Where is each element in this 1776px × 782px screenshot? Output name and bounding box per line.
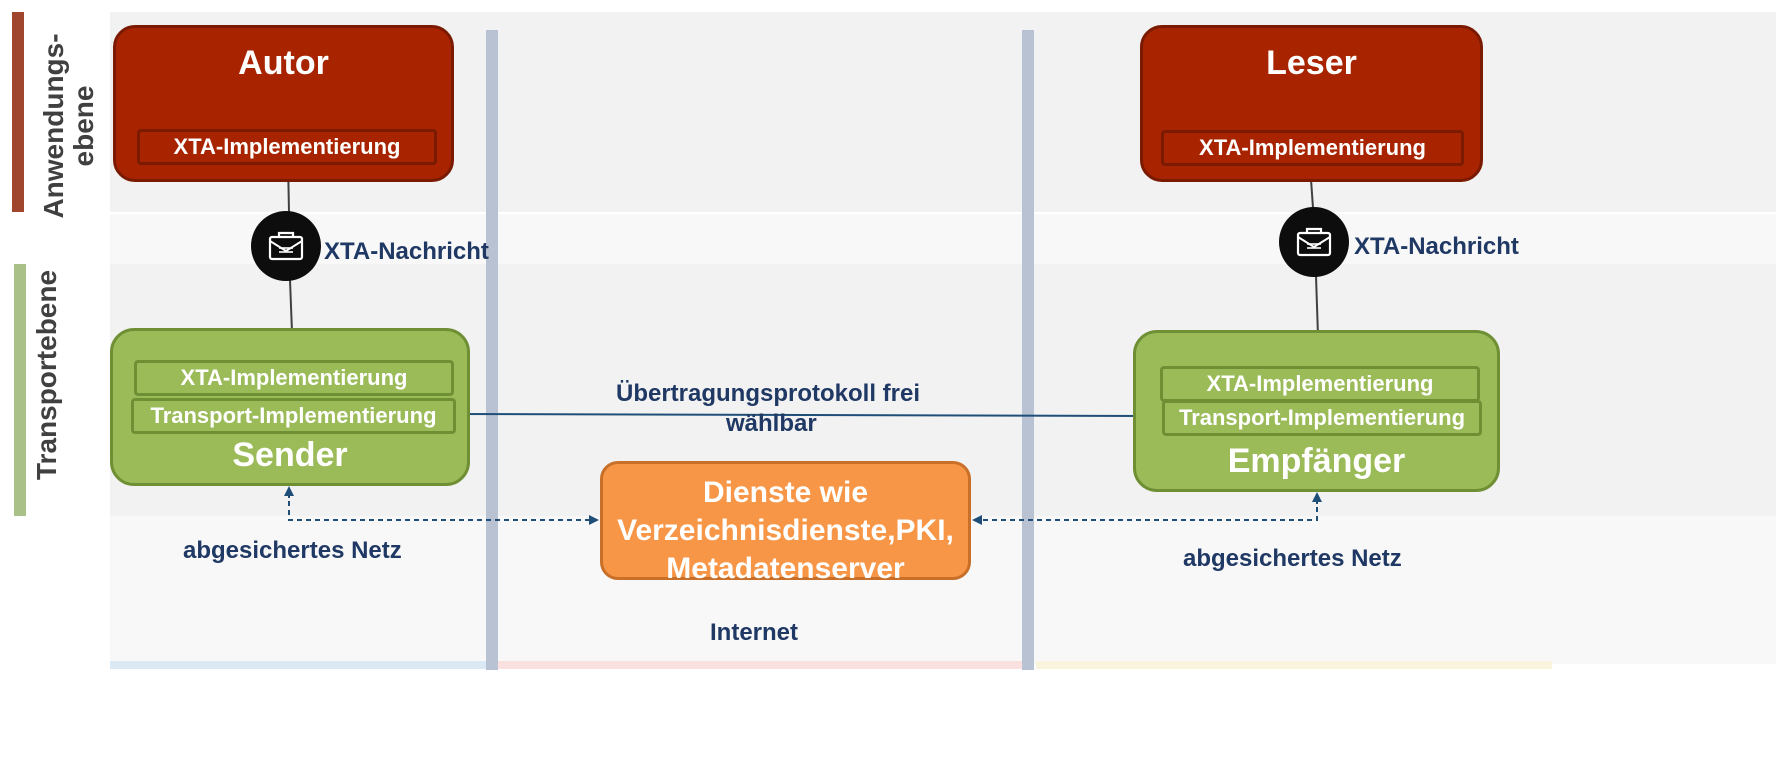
reader-xta-implementation: XTA-Implementierung: [1161, 130, 1464, 166]
message-band: [110, 214, 1776, 264]
sender-transport-implementation: Transport-Implementierung: [131, 398, 456, 434]
application-layer-bar: [12, 12, 24, 212]
bottom-strip-middle: [498, 661, 1022, 669]
network-label-right: abgesichertes Netz: [1183, 545, 1402, 572]
divider-left: [486, 30, 498, 670]
sender-xta-implementation: XTA-Implementierung: [134, 360, 454, 396]
author-xta-implementation: XTA-Implementierung: [137, 129, 437, 165]
column-gap-right: [1022, 0, 1036, 12]
divider-right: [1022, 30, 1034, 670]
receiver-box: XTA-Implementierung Transport-Implementi…: [1133, 330, 1500, 492]
receiver-services-dashed: [972, 498, 1318, 525]
message-icon-right: [1279, 207, 1349, 277]
briefcase-icon: [268, 231, 304, 261]
receiver-title: Empfänger: [1227, 442, 1406, 480]
services-line2: Verzeichnisdienste,PKI,: [617, 514, 954, 547]
message-label-right: XTA-Nachricht: [1354, 233, 1519, 260]
bottom-strip-right: [1036, 661, 1552, 669]
sender-services-dashed: [288, 492, 599, 525]
author-box: Autor XTA-Implementierung: [113, 25, 454, 182]
protocol-line: [451, 410, 1164, 421]
services-line1: Dienste wie: [702, 476, 869, 509]
message-label-left: XTA-Nachricht: [324, 238, 489, 265]
reader-box: Leser XTA-Implementierung: [1140, 25, 1483, 182]
internet-label: Internet: [710, 619, 799, 646]
receiver-transport-implementation: Transport-Implementierung: [1162, 400, 1482, 436]
author-title: Autor: [238, 44, 329, 82]
protocol-label-line1: Übertragungsprotokoll frei: [616, 380, 921, 407]
column-gap-left: [486, 0, 500, 12]
briefcase-icon: [1296, 227, 1332, 257]
sender-title: Sender: [232, 436, 348, 474]
network-label-left: abgesichertes Netz: [183, 537, 402, 564]
message-icon-left: [251, 211, 321, 281]
receiver-xta-implementation: XTA-Implementierung: [1160, 366, 1480, 402]
bottom-strip-left: [110, 661, 490, 669]
services-box: Dienste wie Verzeichnisdienste,PKI, Meta…: [600, 461, 971, 585]
transport-layer-bar: [14, 264, 26, 516]
services-line3: Metadatenserver: [666, 552, 905, 585]
sender-box: XTA-Implementierung Transport-Implementi…: [110, 328, 470, 486]
protocol-label-line2: wählbar: [726, 410, 817, 437]
reader-title: Leser: [1266, 44, 1357, 82]
